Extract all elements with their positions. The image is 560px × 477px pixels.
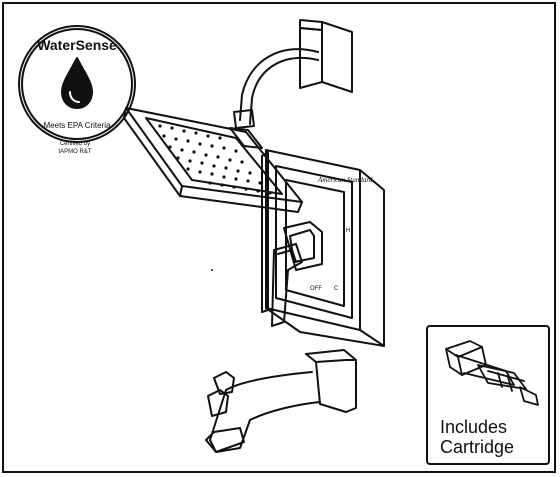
off-mark: OFF	[310, 286, 322, 292]
tub-spout	[205, 269, 357, 453]
watersense-brand: WaterSense	[37, 37, 117, 53]
valve-trim-plate	[261, 149, 385, 347]
watersense-seal	[18, 25, 136, 143]
shower-arm-flange	[299, 19, 353, 93]
shower-head	[123, 107, 303, 213]
includes-text: Includes	[440, 417, 508, 437]
cold-mark: C	[334, 286, 339, 292]
cartridge-text: Cartridge	[440, 437, 515, 457]
faceplate-brand: American Standard	[317, 176, 373, 184]
cartridge-icon	[445, 340, 539, 406]
cartridge-label: Includes Cartridge	[440, 417, 514, 457]
hot-mark: H	[346, 228, 350, 234]
shower-arm	[233, 48, 319, 129]
cartridge-callout-box: Includes Cartridge	[426, 325, 550, 465]
valve-handle	[271, 221, 323, 327]
epa-criteria-text: Meets EPA Criteria	[44, 121, 112, 130]
iapmo-line: IAPMO R&T	[58, 149, 92, 155]
certification-text: Certified by IAPMO R&T	[40, 140, 110, 156]
shower-head-nozzles	[158, 124, 272, 195]
certified-by-line: Certified by	[59, 141, 91, 147]
